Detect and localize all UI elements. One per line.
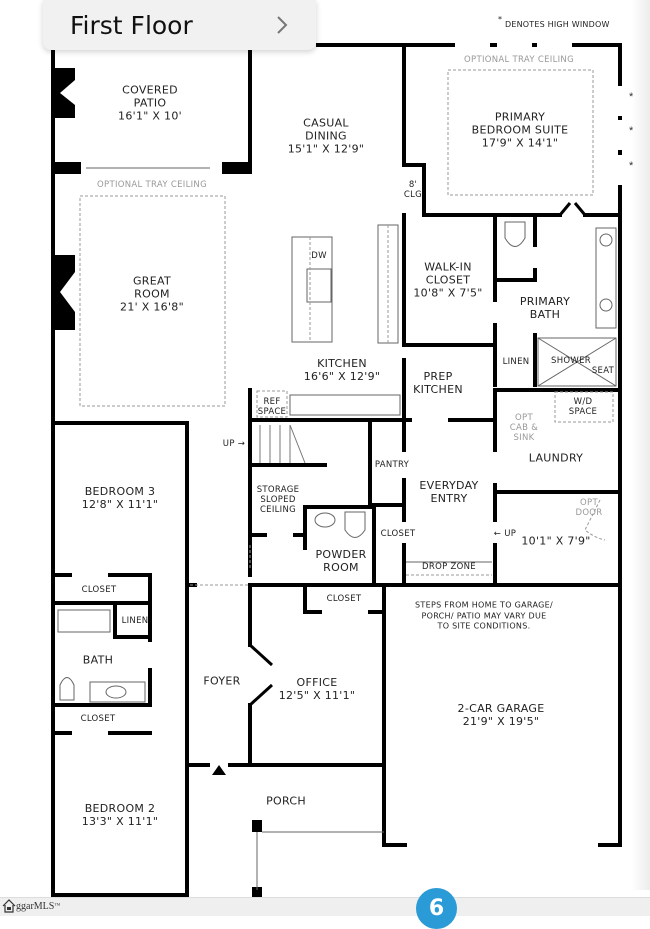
room-closet-bed2: CLOSET <box>80 714 116 724</box>
room-pantry: PANTRY <box>374 460 410 470</box>
high-window-asterisk-icon: * <box>629 125 634 137</box>
room-closet-office: CLOSET <box>326 594 362 604</box>
ref-space-label: REF SPACE <box>257 397 287 417</box>
page-number-badge[interactable]: 6 <box>416 888 457 929</box>
high-window-asterisk-icon: * <box>629 91 634 103</box>
house-icon <box>2 899 16 913</box>
tray-ceiling-primary-note: OPTIONAL TRAY CEILING <box>464 55 574 65</box>
room-everyday-entry: EVERYDAY ENTRY <box>419 479 479 505</box>
room-linen-primary: LINEN <box>502 357 530 367</box>
room-powder: POWDER ROOM <box>315 548 367 574</box>
room-primary-bath: PRIMARY BATH <box>519 295 571 321</box>
opt-door-label: OPT DOOR <box>575 498 603 518</box>
room-bath: BATH <box>82 653 114 667</box>
room-porch: PORCH <box>266 794 306 808</box>
room-foyer: FOYER <box>203 674 241 688</box>
chevron-right-icon <box>277 16 288 34</box>
garage-steps-note: STEPS FROM HOME TO GARAGE/ PORCH/ PATIO … <box>415 600 553 631</box>
room-shower: SHOWER <box>551 356 591 366</box>
asterisk-icon: * <box>498 15 503 24</box>
room-storage: STORAGE SLOPED CEILING <box>256 485 300 515</box>
garage-steps-up-label: ← UP <box>493 529 517 539</box>
shower-seat-label: SEAT <box>591 366 615 376</box>
tray-ceiling-great-note: OPTIONAL TRAY CEILING <box>97 180 207 190</box>
ceiling-height-note: 8' CLG <box>403 180 423 200</box>
floor-selector-button[interactable]: First Floor <box>43 0 316 50</box>
dishwasher-label: DW <box>311 251 327 261</box>
bottom-bar <box>0 897 650 916</box>
high-window-legend: * DENOTES HIGH WINDOW <box>498 15 610 29</box>
room-linen-hall: LINEN <box>121 616 149 626</box>
room-laundry: LAUNDRY <box>528 451 584 465</box>
wd-space-label: W/D SPACE <box>568 397 598 417</box>
garage-entry-size: 10'1" X 7'9" <box>521 534 591 548</box>
floor-title: First Floor <box>70 10 193 40</box>
opt-cab-sink-label: OPT CAB & SINK <box>509 413 539 443</box>
page-edge-shade <box>632 0 650 890</box>
drop-zone-label: DROP ZONE <box>422 562 476 572</box>
room-prep-kitchen: PREP KITCHEN <box>413 370 463 396</box>
room-closet-bed3: CLOSET <box>81 585 117 595</box>
stairs-up-label: UP → <box>222 439 246 449</box>
high-window-asterisk-icon: * <box>629 160 634 172</box>
room-entry-closet: CLOSET <box>380 529 416 539</box>
